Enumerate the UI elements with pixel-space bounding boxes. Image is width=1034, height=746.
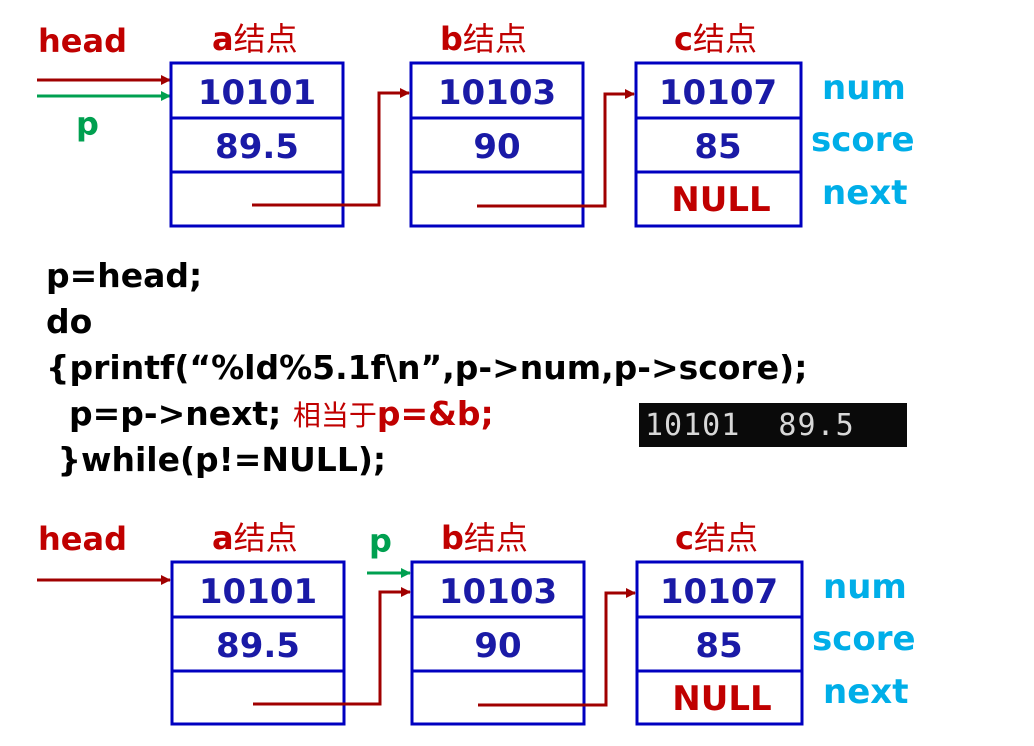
bottom-p-label: p [369, 522, 392, 560]
top-node-c: c结点 10107 85 NULL [634, 20, 803, 228]
console-output-panel: 10101 89.5 [639, 403, 907, 447]
top-label-score: score [811, 120, 915, 160]
top-node-c-num: 10107 [659, 73, 777, 113]
top-node-b-title: b结点 [440, 20, 527, 58]
top-node-b-box [409, 61, 585, 228]
top-node-b-num: 10103 [438, 73, 556, 113]
top-node-b-score: 90 [473, 127, 520, 167]
bottom-label-num: num [823, 567, 907, 607]
top-node-c-score: 85 [694, 127, 741, 167]
bottom-node-c: c结点 10107 85 NULL [635, 519, 804, 726]
bottom-node-b-title: b结点 [441, 519, 528, 557]
bottom-label-next: next [823, 672, 908, 712]
top-head-label: head [38, 22, 127, 60]
top-node-a-title: a结点 [212, 20, 298, 58]
bottom-node-a-score: 89.5 [216, 626, 300, 666]
bottom-diagram: head p a结点 10101 89.5 b结点 10103 90 c结点 [37, 519, 916, 726]
code-line-4-text: p=p->next; [46, 394, 293, 433]
top-p-label: p [76, 105, 99, 143]
bottom-node-a: a结点 10101 89.5 [170, 519, 346, 726]
code-line-2: do [46, 302, 93, 341]
top-node-c-next: NULL [671, 180, 770, 220]
console-output-text: 10101 89.5 [645, 408, 855, 443]
code-line-4-note: 相当于 [292, 399, 377, 432]
bottom-node-a-num: 10101 [199, 572, 317, 612]
top-label-next: next [822, 173, 907, 213]
bottom-node-b-box [410, 560, 586, 726]
bottom-node-c-title: c结点 [675, 519, 758, 557]
bottom-node-c-score: 85 [695, 626, 742, 666]
bottom-node-c-box [635, 560, 804, 726]
code-line-4: p=p->next; 相当于p=&b; [46, 394, 494, 434]
code-line-1: p=head; [46, 256, 203, 295]
code-line-4-note-code: p=&b; [376, 394, 494, 433]
bottom-node-a-box [170, 560, 346, 726]
bottom-node-c-next: NULL [672, 679, 771, 719]
top-b-next-arrow [477, 89, 635, 208]
bottom-node-c-num: 10107 [660, 572, 778, 612]
bottom-b-next-arrow [478, 588, 636, 707]
bottom-a-next-arrow [253, 587, 411, 706]
bottom-node-b-score: 90 [474, 626, 521, 666]
top-node-a-box [169, 61, 345, 228]
bottom-label-score: score [812, 619, 916, 659]
top-node-a-num: 10101 [198, 73, 316, 113]
bottom-node-b: b结点 10103 90 [410, 519, 586, 726]
top-node-b: b结点 10103 90 [409, 20, 585, 228]
top-node-c-title: c结点 [674, 20, 757, 58]
bottom-head-label: head [38, 520, 127, 558]
top-node-a: a结点 10101 89.5 [169, 20, 345, 228]
bottom-node-a-title: a结点 [212, 519, 298, 557]
top-node-a-score: 89.5 [215, 127, 299, 167]
top-node-c-box [634, 61, 803, 228]
bottom-node-b-num: 10103 [439, 572, 557, 612]
top-diagram: head p a结点 10101 89.5 b结点 10103 90 c结点 [37, 20, 915, 228]
top-label-num: num [822, 68, 906, 108]
code-line-3: {printf(“%ld%5.1f\n”,p->num,p->score); [46, 348, 808, 387]
code-line-5: }while(p!=NULL); [46, 440, 387, 479]
top-a-next-arrow [252, 88, 410, 207]
